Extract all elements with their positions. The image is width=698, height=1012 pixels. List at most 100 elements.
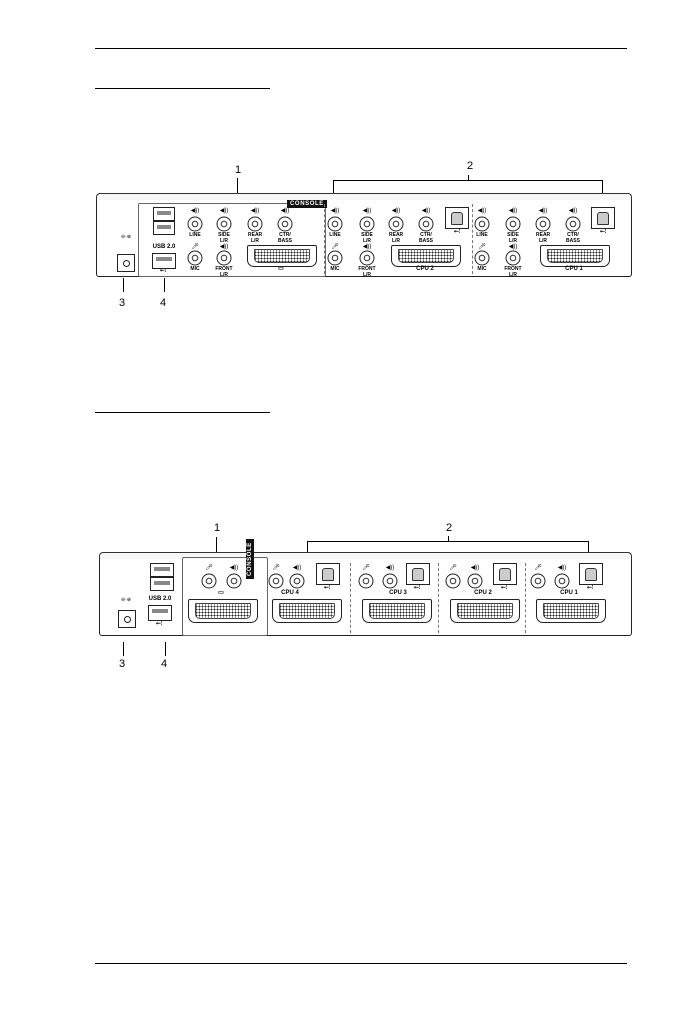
console-mic-jack[interactable]: [201, 573, 217, 589]
monitor-icon: ▭: [278, 266, 284, 272]
speaker-icon: ◀)): [391, 208, 401, 214]
callout-3-leader: [123, 278, 124, 292]
cpu1-speaker-jack[interactable]: [554, 573, 570, 589]
cpu1-front-jack[interactable]: [505, 250, 521, 266]
callout-1-leader: [216, 537, 217, 553]
cpu2-rear-label: REAR L/R: [389, 232, 404, 244]
console-front-jack[interactable]: [216, 250, 232, 266]
callout-4: 4: [160, 297, 167, 309]
usb-2-label: USB 2.0: [148, 596, 172, 602]
speaker-icon: ◀)): [538, 208, 548, 214]
usb-2-port[interactable]: [148, 605, 172, 621]
callout-1-leader: [237, 178, 238, 195]
cpu1-dvi-port[interactable]: [540, 245, 610, 267]
console-side-jack[interactable]: [216, 216, 232, 232]
usb-icon: ⭠⫶: [500, 585, 508, 591]
speaker-icon: ◀)): [362, 244, 372, 250]
callout-2-bracket: [333, 175, 603, 195]
microphone-icon: 🎤︎: [331, 244, 339, 250]
speaker-icon: ◀)): [190, 208, 200, 214]
callout-4-leader: [164, 278, 165, 292]
callout-1: 1: [214, 522, 221, 534]
speaker-icon: ◀)): [280, 208, 290, 214]
cpu2-front-jack[interactable]: [359, 250, 375, 266]
usb-icon: ⭠⫶: [586, 585, 594, 591]
microphone-icon: 🎤︎: [205, 565, 213, 571]
microphone-icon: 🎤︎: [272, 565, 280, 571]
cpu2-usb-b-port[interactable]: [493, 563, 517, 585]
speaker-icon: ◀)): [568, 208, 578, 214]
cpu1-mic-jack[interactable]: [530, 573, 546, 589]
cpu1-ctr-label: CTR/ BASS: [566, 232, 580, 244]
speaker-icon: ◀)): [229, 565, 239, 571]
cpu4-label: CPU 4: [281, 590, 299, 596]
cpu1-usb-b-port[interactable]: [579, 563, 603, 585]
cpu2-usb-b-port[interactable]: [445, 207, 469, 229]
console-rear-jack[interactable]: [247, 216, 263, 232]
cpu1-rear-jack[interactable]: [535, 216, 551, 232]
microphone-icon: 🎤︎: [534, 565, 542, 571]
cpu1-side-label: SIDE L/R: [507, 232, 519, 244]
console-line-jack[interactable]: [187, 216, 203, 232]
speaker-icon: ◀)): [421, 208, 431, 214]
cpu3-speaker-jack[interactable]: [382, 573, 398, 589]
kvm-rear-panel-1: ⊖·⊕ USB 2.0 ⭠⫶ CONSOLE ◀)) LINE ◀)) SIDE…: [96, 193, 632, 278]
cpu2-line-jack[interactable]: [327, 216, 343, 232]
cpu2-dvi-port[interactable]: [450, 599, 520, 623]
cpu3-usb-b-port[interactable]: [406, 563, 430, 585]
console-front-label: FRONT L/R: [215, 266, 233, 278]
console-tab: CONSOLE: [287, 200, 327, 208]
console-speaker-jack[interactable]: [226, 573, 242, 589]
cpu1-rear-label: REAR L/R: [536, 232, 551, 244]
cpu3-label: CPU 3: [389, 590, 407, 596]
console-usb-port-2[interactable]: [153, 221, 175, 235]
callout-3-leader: [123, 642, 124, 656]
callout-4: 4: [161, 658, 168, 670]
cpu2-speaker-jack[interactable]: [467, 573, 483, 589]
section-title-underline-1: [95, 88, 270, 89]
cpu2-mic-jack[interactable]: [327, 250, 343, 266]
usb-2-label: USB 2.0: [152, 244, 176, 250]
section-title-underline-2: [95, 412, 270, 413]
cpu2-label: CPU 2: [474, 590, 492, 596]
cpu1-ctr-jack[interactable]: [565, 216, 581, 232]
cpu4-usb-b-port[interactable]: [316, 563, 340, 585]
cpu1-front-label: FRONT L/R: [504, 266, 522, 278]
speaker-icon: ◀)): [219, 244, 229, 250]
cpu1-usb-b-port[interactable]: [591, 207, 615, 229]
usb-icon: ⭠⫶: [159, 268, 167, 274]
microphone-icon: 🎤︎: [478, 244, 486, 250]
cpu2-ctr-label: CTR/ BASS: [419, 232, 433, 244]
cpu3-dvi-port[interactable]: [362, 599, 432, 623]
cpu4-dvi-port[interactable]: [272, 599, 342, 623]
power-jack[interactable]: [117, 254, 135, 272]
console-dvi-port[interactable]: [247, 245, 317, 267]
cpu3-mic-jack[interactable]: [358, 573, 374, 589]
cpu1-mic-jack[interactable]: [474, 250, 490, 266]
cpu2-side-jack[interactable]: [359, 216, 375, 232]
usb-2-port[interactable]: [152, 253, 176, 269]
console-usb-port-1[interactable]: [150, 563, 174, 577]
callout-2-bracket: [307, 536, 589, 554]
monitor-icon: ▭: [218, 590, 224, 596]
cpu4-speaker-jack[interactable]: [289, 573, 305, 589]
console-mic-label: MIC: [190, 266, 200, 272]
cpu4-mic-jack[interactable]: [268, 573, 284, 589]
console-line-label: LINE: [189, 232, 201, 238]
cpu1-label: CPU 1: [560, 590, 578, 596]
cpu1-dvi-port[interactable]: [536, 599, 606, 623]
console-dvi-port[interactable]: [188, 599, 258, 623]
cpu2-mic-jack[interactable]: [445, 573, 461, 589]
cpu2-rear-jack[interactable]: [388, 216, 404, 232]
cpu2-dvi-port[interactable]: [391, 245, 461, 267]
cpu1-line-jack[interactable]: [474, 216, 490, 232]
power-jack[interactable]: [118, 610, 136, 628]
console-usb-port-1[interactable]: [153, 207, 175, 221]
console-ctr-jack[interactable]: [277, 216, 293, 232]
cpu1-side-jack[interactable]: [505, 216, 521, 232]
console-usb-port-2[interactable]: [150, 577, 174, 591]
cpu2-ctr-jack[interactable]: [418, 216, 434, 232]
speaker-icon: ◀)): [219, 208, 229, 214]
console-mic-jack[interactable]: [187, 250, 203, 266]
cpu2-line-label: LINE: [329, 232, 341, 238]
